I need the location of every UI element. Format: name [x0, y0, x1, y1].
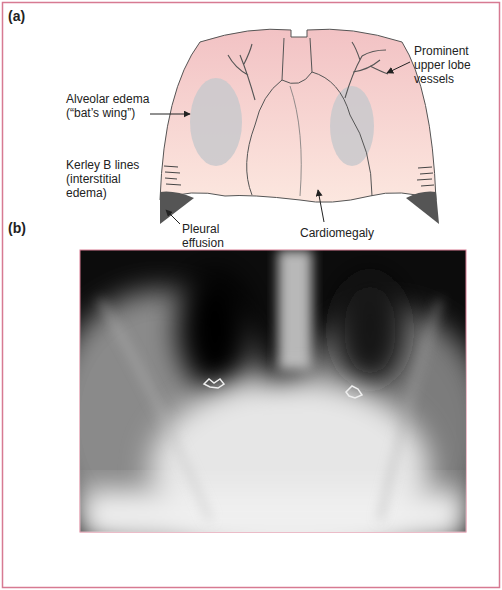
heart-outline — [247, 38, 372, 196]
vessels — [228, 42, 388, 100]
xray-image — [80, 250, 466, 532]
heart-line — [290, 86, 301, 196]
edema-patch — [190, 78, 242, 166]
callout-label: Pleural effusion — [182, 222, 238, 250]
leader-lines — [150, 62, 410, 224]
callout-label: Kerley B lines (interstitial edema) — [66, 158, 152, 200]
edema-patch — [330, 86, 374, 166]
panel-letter: (a) — [8, 8, 25, 24]
effusion — [160, 192, 194, 224]
frame — [3, 3, 500, 588]
callout-label: Alveolar edema (“bat’s wing”) — [66, 92, 150, 120]
chest-outline — [160, 29, 436, 202]
kerley-lines — [164, 166, 434, 186]
panel-letter: (b) — [8, 220, 26, 236]
callout-label: Cardiomegaly — [300, 226, 374, 240]
effusion — [406, 192, 439, 224]
callout-label: Prominent upper lobe vessels — [414, 44, 480, 86]
